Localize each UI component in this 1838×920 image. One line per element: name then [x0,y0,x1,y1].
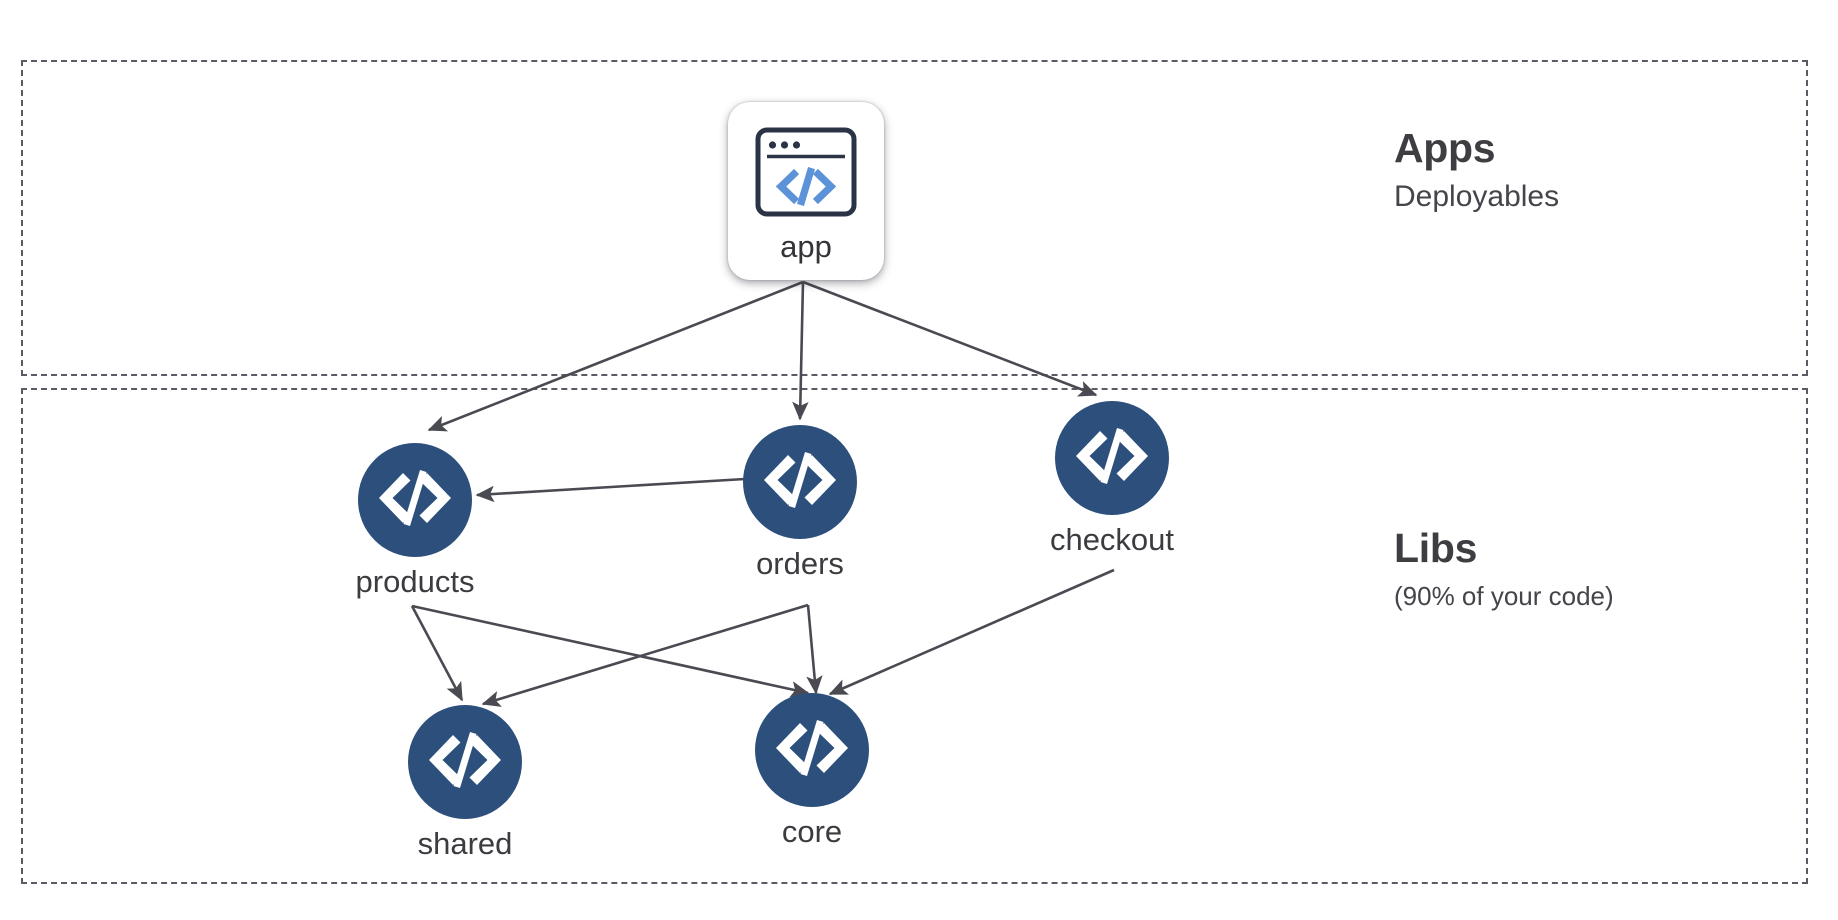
zone-apps [21,60,1808,376]
zone-legend-apps: Apps Deployables [1394,128,1559,212]
zone-apps-subtitle: Deployables [1394,180,1560,213]
node-orders-label: orders [756,546,844,581]
node-products-label: products [355,564,475,599]
node-shared-circle[interactable] [408,705,522,819]
zone-legend-libs: Libs (90% of your code) [1394,525,1614,611]
node-products-circle[interactable] [358,443,472,557]
code-brackets-icon [1076,427,1148,490]
zone-libs-title: Libs [1394,525,1478,571]
node-checkout-circle[interactable] [1055,401,1169,515]
zone-libs-subtitle: (90% of your code) [1394,581,1614,611]
node-core-label: core [781,814,843,849]
node-app-label: app [780,229,832,264]
zone-libs [21,388,1808,884]
node-shared-label: shared [417,826,513,861]
zone-apps-title: Apps [1394,125,1496,171]
code-brackets-icon [429,731,501,794]
node-orders-circle[interactable] [743,425,857,539]
node-core-circle[interactable] [755,693,869,807]
code-brackets-icon [776,719,848,782]
browser-code-icon [754,126,858,223]
node-checkout-label: checkout [1049,522,1175,557]
code-brackets-icon [764,451,836,514]
code-brackets-icon [379,469,451,532]
node-app[interactable]: app [728,102,884,280]
